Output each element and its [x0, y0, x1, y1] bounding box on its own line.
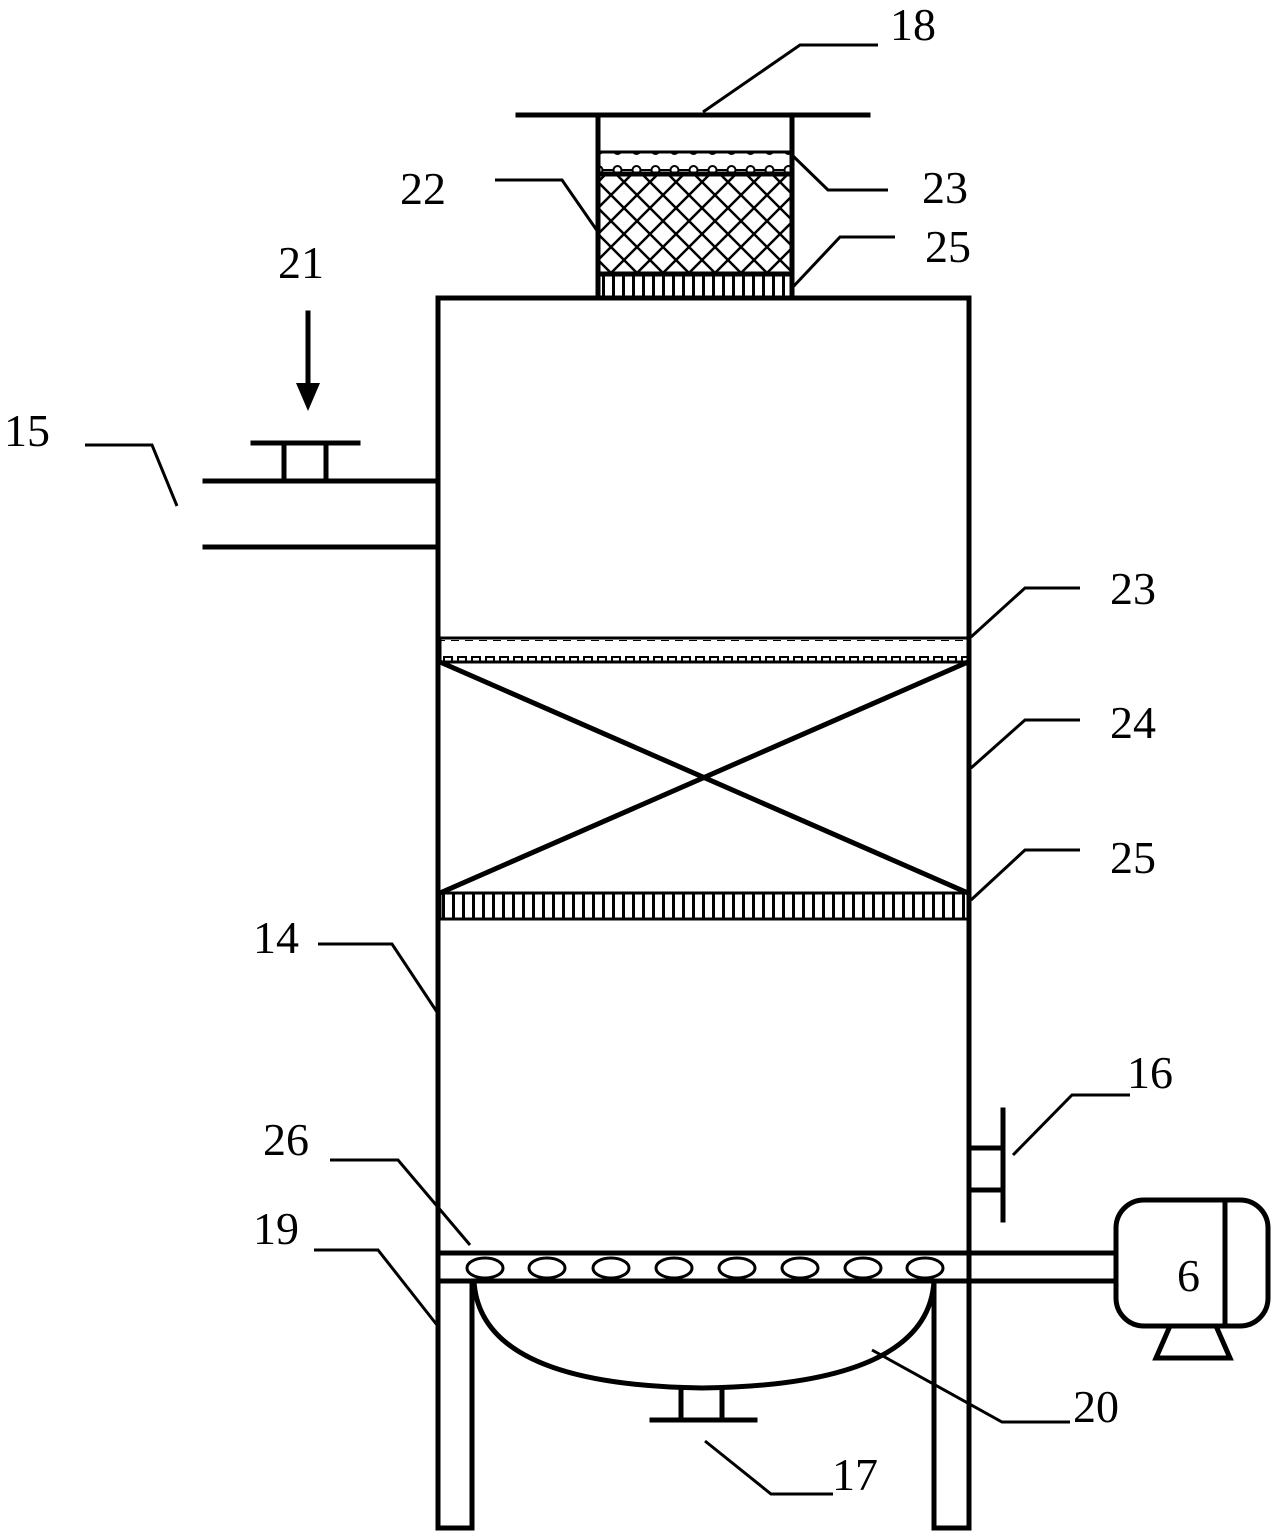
bottom-head-20 [471, 1278, 937, 1391]
label-21: 21 [278, 237, 324, 288]
demister-mesh-22 [595, 171, 795, 277]
label-25-mid: 25 [1110, 832, 1156, 883]
blower-6 [1113, 1197, 1271, 1361]
label-25-top: 25 [925, 221, 971, 272]
inlet-pipe-15 [202, 478, 441, 550]
leader-lines [85, 43, 1130, 1496]
label-26: 26 [263, 1114, 309, 1165]
label-20: 20 [1073, 1381, 1119, 1432]
top-distribution-plate [596, 150, 794, 176]
side-valve-16 [966, 1107, 1006, 1223]
label-17: 17 [832, 1449, 878, 1500]
packing-layer-24 [436, 658, 972, 897]
drain-valve-17 [649, 1385, 758, 1423]
dosing-port-21 [250, 440, 361, 484]
label-14: 14 [253, 912, 299, 963]
label-23-mid: 23 [1110, 563, 1156, 614]
support-legs-19 [435, 1250, 972, 1531]
label-22: 22 [400, 163, 446, 214]
label-19: 19 [253, 1203, 299, 1254]
distribution-plate-23 [438, 636, 970, 664]
label-15: 15 [4, 405, 50, 456]
aeration-pipe-26 [435, 1250, 1119, 1284]
label-18: 18 [890, 0, 936, 50]
arrow-down-icon [296, 310, 320, 411]
label-24: 24 [1110, 697, 1156, 748]
support-grid-25 [438, 891, 970, 921]
label-16: 16 [1127, 1047, 1173, 1098]
top-support-grid [596, 272, 794, 300]
label-23-top: 23 [922, 162, 968, 213]
label-6: 6 [1177, 1250, 1200, 1301]
